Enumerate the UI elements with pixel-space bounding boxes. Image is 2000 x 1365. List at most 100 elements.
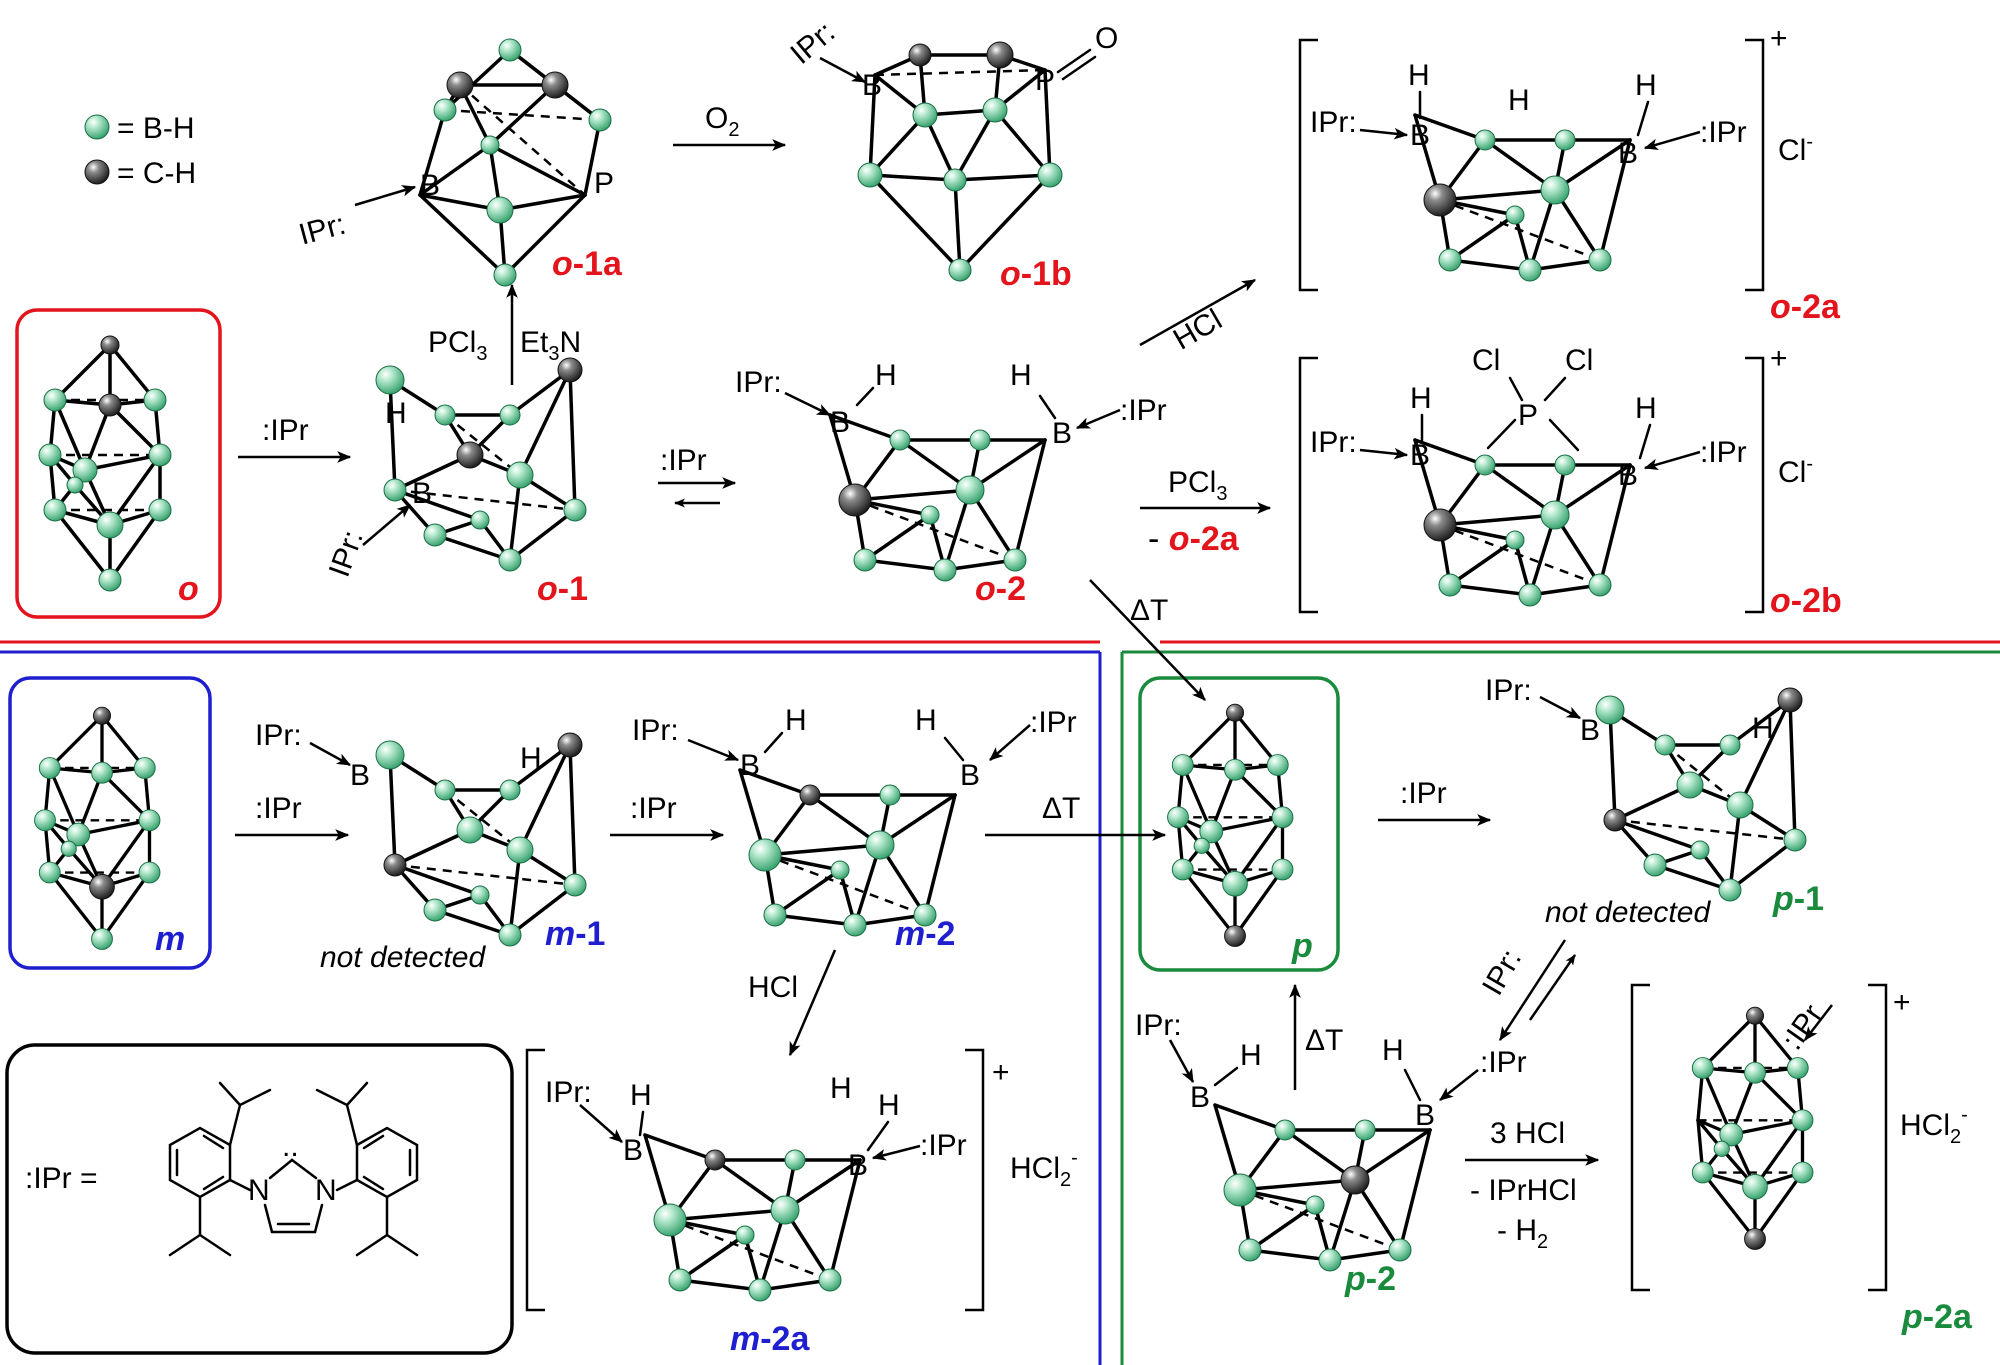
ch-vertex (89, 873, 115, 900)
compound-p-2a-label: p-2a (1901, 1298, 1973, 1336)
nitrogen-atom: N (315, 1174, 337, 1207)
bh-vertex (1222, 870, 1248, 897)
cluster-edge (393, 863, 482, 897)
boron-atom: B (1580, 714, 1600, 747)
bh-vertex (748, 1278, 772, 1302)
bh-vertex (563, 498, 587, 522)
left-bracket (525, 1048, 545, 1312)
cluster-edge (76, 818, 152, 837)
h-atom: H (1635, 69, 1657, 102)
cluster-back-edge (874, 68, 1046, 77)
ipr-definition-frame (5, 1043, 514, 1355)
cluster-edge (393, 453, 472, 492)
compound-o-1a: B P IPr: o-1a (295, 38, 623, 287)
byproduct-iprhcl: - IPrHCl (1470, 1174, 1577, 1207)
bh-vertex (60, 840, 77, 857)
cluster-edge (958, 173, 1052, 272)
cluster-edge (1448, 583, 1532, 597)
cluster-edge (943, 558, 1017, 572)
bh-vertex (506, 836, 534, 864)
cluster-edge (1448, 538, 1517, 587)
bh-vertex (857, 162, 883, 188)
cluster-edge (1553, 463, 1632, 517)
cluster-edge (518, 743, 572, 852)
ch-vertex (1224, 925, 1246, 947)
bh-vertex (375, 365, 405, 395)
h-atom: H (1382, 1034, 1404, 1067)
h-atom: H (785, 704, 807, 737)
h-atom: H (878, 1089, 900, 1122)
bh-vertex (1690, 840, 1710, 860)
compound-o-2a: + B B H H H IPr: :IPr Cl- o-2a (1298, 22, 1841, 326)
bh-vertex (933, 558, 957, 582)
legend: = B-H = C-H (84, 112, 196, 190)
donor-arrow (1804, 1004, 1833, 1041)
cluster-edge (1788, 698, 1797, 842)
compound-p-1: B H IPr: not detected p-1 (1485, 674, 1824, 929)
left-aryl-ring (168, 1126, 232, 1199)
cluster-back-edge (394, 488, 576, 512)
bh-vertex (1554, 454, 1576, 476)
cluster-edge (488, 143, 587, 197)
bh-legend-sphere (84, 114, 110, 140)
cluster-edge (53, 508, 112, 582)
cluster-edge (1353, 1128, 1432, 1182)
reagent-ipr: :IPr (262, 414, 309, 447)
reagent-hcl: HCl (748, 971, 798, 1004)
bh-vertex (98, 568, 122, 592)
bh-vertex (1595, 695, 1625, 725)
bh-vertex (1744, 1061, 1766, 1084)
bh-vertex (148, 498, 172, 522)
boron-atom: B (1415, 1099, 1435, 1132)
h-atom: H (915, 704, 937, 737)
ipr-donor-label: :IPr (1700, 436, 1747, 469)
cluster-edge (1738, 698, 1792, 807)
bowl-cluster (1413, 438, 1632, 607)
bh-vertex (375, 740, 405, 770)
bowl-cluster (643, 1133, 862, 1302)
cluster-back-edge (1664, 744, 1741, 806)
compound-p-frame (1138, 676, 1340, 972)
ch-vertex (1340, 1165, 1370, 1195)
cluster-edge (1413, 113, 1487, 142)
cluster-back-edge (444, 108, 601, 122)
bh-vertex (889, 429, 911, 451)
ch-vertex (100, 335, 120, 355)
cluster-edge (863, 513, 932, 562)
byproduct-h2: - H2 (1497, 1214, 1548, 1253)
compound-m-2a: + B B H H H IPr: :IPr HCl2- m-2a (525, 1048, 1078, 1358)
cluster-edge (828, 1158, 862, 1282)
bh-vertex (498, 923, 522, 947)
bh-vertex (434, 404, 456, 426)
ipr-donor-label: IPr: (1310, 106, 1357, 139)
bh-vertex (1783, 828, 1807, 852)
compound-m-frame (8, 676, 212, 970)
cluster-edge (83, 453, 162, 472)
cluster-edge (853, 488, 972, 502)
boron-atom: B (623, 1134, 643, 1167)
bh-vertex (1691, 1161, 1714, 1184)
cluster-edge (108, 508, 162, 582)
bh-vertex (1266, 754, 1289, 776)
bh-vertex (588, 108, 612, 132)
open-cluster (1595, 687, 1807, 902)
cluster-edge (773, 868, 842, 917)
bh-vertex (1438, 573, 1462, 597)
cluster-back-edge (444, 789, 521, 851)
bh-vertex (843, 913, 867, 937)
cluster-edge (393, 828, 472, 867)
cluster-edge (863, 558, 947, 572)
right-aryl-ring (355, 1126, 419, 1199)
cluster-edge (48, 714, 104, 770)
ch-legend-label: = C-H (117, 157, 196, 190)
h-atom: H (1635, 392, 1657, 425)
cluster-edge (1233, 768, 1285, 819)
ch-vertex (908, 43, 932, 67)
cluster-back-edge (459, 84, 586, 196)
ipr-donor-label: IPr: (255, 719, 302, 752)
cluster-edge (1753, 1014, 1800, 1070)
open-cup-cluster (857, 41, 1063, 282)
charge-plus: + (992, 1056, 1010, 1089)
bh-vertex (653, 1203, 687, 1237)
bh-vertex (948, 258, 972, 282)
